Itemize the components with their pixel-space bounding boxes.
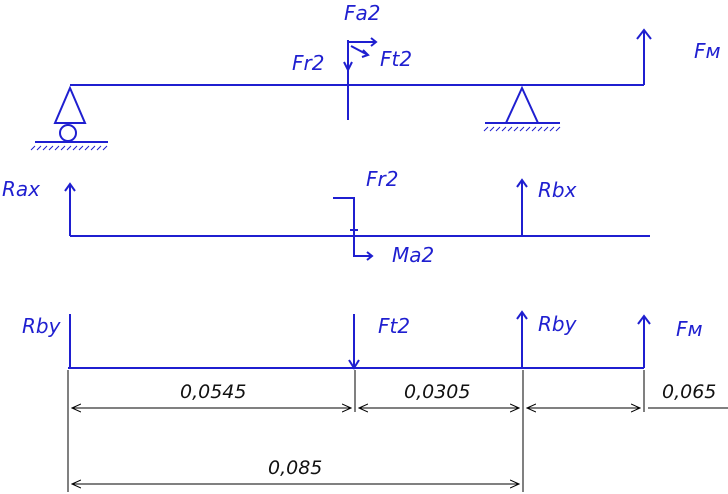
dim-c-value: 0,065 <box>662 381 716 403</box>
rby-left-label: Rby <box>22 314 62 338</box>
support-b <box>483 85 561 132</box>
ft2-arrow <box>348 314 360 370</box>
fm-arrow-scheme <box>636 28 652 85</box>
rax-label: Rax <box>2 177 40 201</box>
fr2-moment-arrows <box>333 197 374 261</box>
ft2-label-horizontal: Ft2 <box>378 314 410 338</box>
rbx-label: Rbx <box>538 178 577 202</box>
rby-right-label: Rby <box>538 312 578 336</box>
ft2-label: Ft2 <box>380 47 412 71</box>
gear-force-arrows <box>343 37 378 120</box>
rby-right-arrow <box>516 310 528 368</box>
fa2-label: Fa2 <box>344 1 380 25</box>
rax-arrow <box>64 182 76 236</box>
dim-a-value: 0,0545 <box>180 381 246 403</box>
fm-label: Fм <box>694 39 721 63</box>
fm-label-horizontal: Fм <box>676 317 703 341</box>
shaft-scheme: Fa2 Fr2 Ft2 Fм <box>30 1 721 151</box>
dimension-lines: 0,0545 0,0305 0,065 0,085 <box>67 370 728 492</box>
fm-arrow-horizontal <box>637 314 651 368</box>
fr2-label: Fr2 <box>292 51 324 75</box>
support-a <box>30 85 108 151</box>
ma2-label: Ma2 <box>392 243 434 267</box>
dim-b-value: 0,0305 <box>404 381 470 403</box>
fr2-label-vertical: Fr2 <box>366 167 398 191</box>
rbx-arrow <box>516 178 528 236</box>
vertical-plane-diagram: Rax Fr2 Rbx Ma2 <box>2 167 650 267</box>
horizontal-plane-diagram: Rby Ft2 Rby Fм <box>22 310 703 370</box>
dim-total-value: 0,085 <box>268 457 322 479</box>
